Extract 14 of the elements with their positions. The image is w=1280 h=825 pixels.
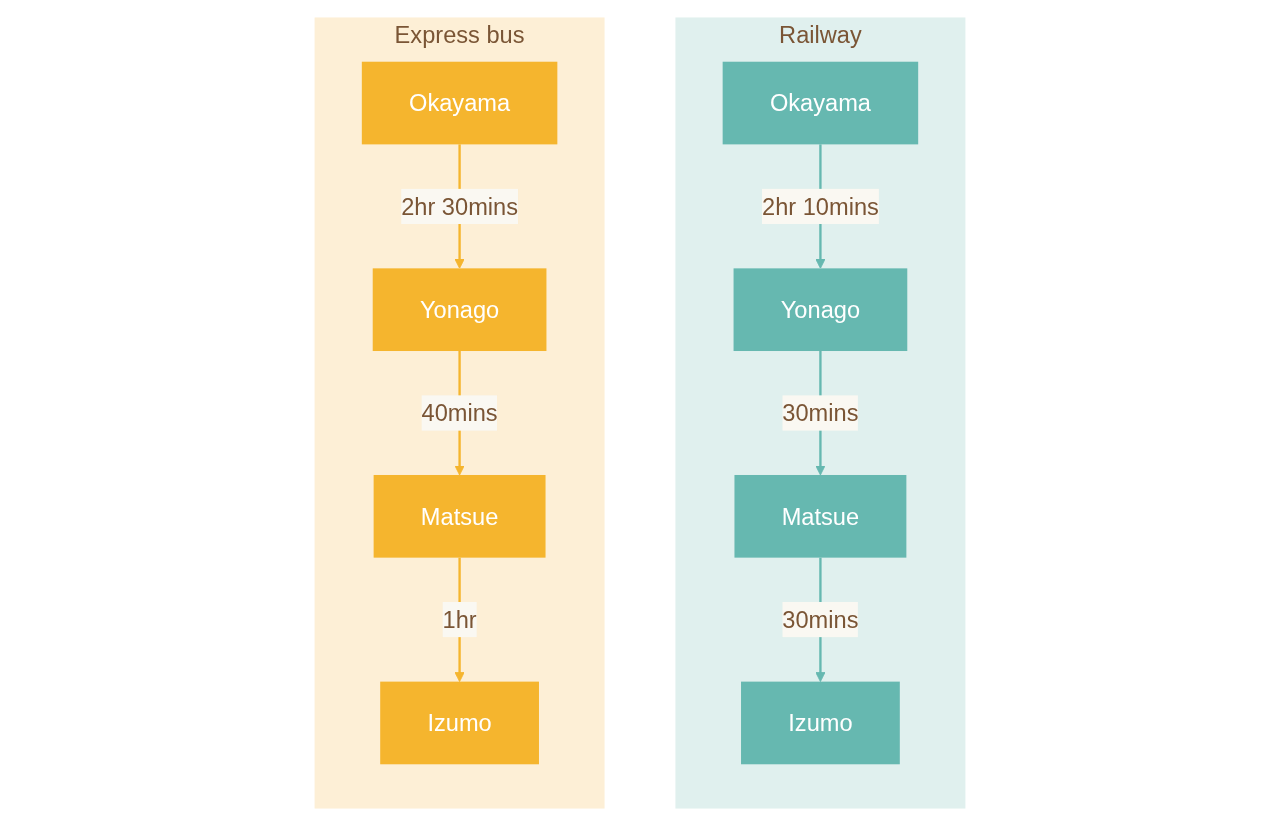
node-box: Izumo [380, 681, 539, 764]
edge-label: 2hr 30mins [401, 192, 518, 219]
node-box: Matsue [734, 474, 907, 558]
edge-label: 40mins [421, 399, 498, 426]
node-box: Matsue [373, 474, 546, 558]
node-box: Izumo [741, 681, 900, 764]
node-box: Okayama [722, 61, 919, 144]
edge-label: 2hr 10mins [762, 192, 879, 219]
node-box: Yonago [733, 267, 908, 351]
node-box: Yonago [372, 267, 547, 351]
edge-label: 30mins [782, 606, 859, 633]
edge-label: 30mins [782, 399, 859, 426]
edge-label: 1hr [442, 606, 477, 633]
node-box: Okayama [361, 61, 558, 144]
